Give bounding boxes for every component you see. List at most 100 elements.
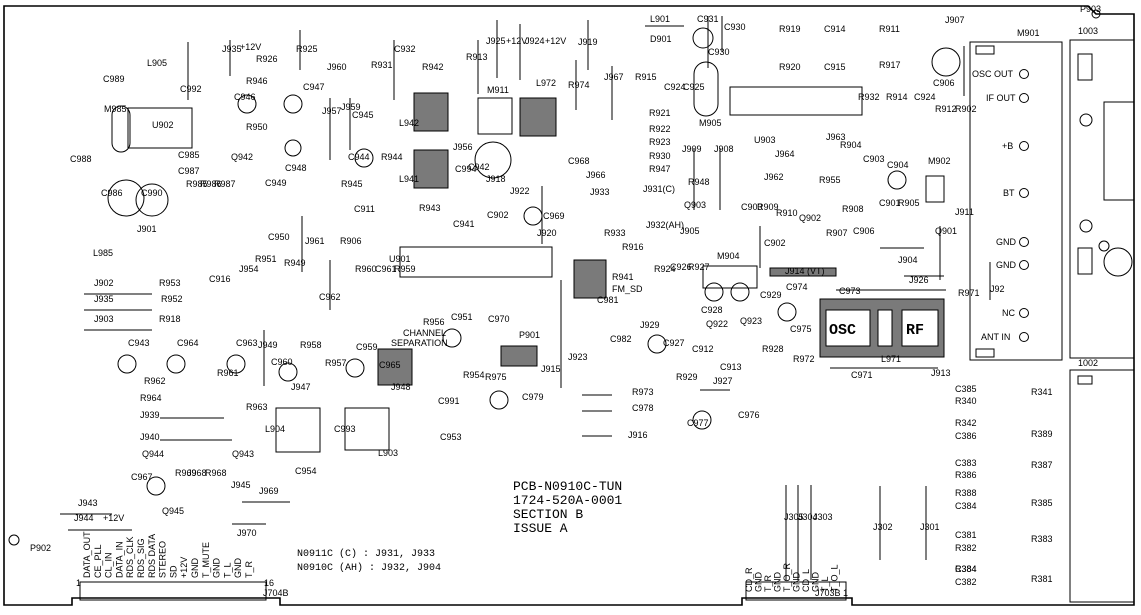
component-ref-r974: R974	[568, 80, 590, 90]
component-ref-c970: C970	[488, 314, 510, 324]
mount-hole	[1098, 240, 1110, 252]
j703b-pin-label: T_R	[763, 574, 773, 592]
component-ref-c925: C925	[683, 82, 705, 92]
component-ref-r917: R917	[879, 60, 901, 70]
component-ref-j916: J916	[628, 430, 648, 440]
board-outline	[3, 5, 1135, 606]
component-ref-q944: Q944	[142, 449, 164, 459]
component-ref-r975: R975	[485, 372, 507, 382]
component-ref-j970: J970	[237, 528, 257, 538]
traces	[60, 16, 991, 580]
j703b-pin-label: GND	[811, 572, 821, 593]
component-ref-r912: R912	[935, 104, 957, 114]
component-ref-r924: R924	[654, 264, 676, 274]
j704b-pin-label: DATA_IN	[114, 541, 124, 578]
connector-1002	[1069, 369, 1135, 603]
j704b-pin-label: GND	[233, 558, 243, 579]
l904-coil	[275, 407, 321, 453]
component-ref-c903: C903	[741, 202, 763, 212]
j704b-pin-label: CE_PLL	[93, 544, 103, 578]
component-ref-r931: R931	[371, 60, 393, 70]
component-ref-j964: J964	[775, 149, 795, 159]
m901-notch-bottom	[975, 348, 995, 358]
component-ref-r928: R928	[762, 344, 784, 354]
component-ref-c382: C382	[955, 577, 977, 587]
component-ref-m902: M902	[928, 156, 951, 166]
component-ref-r968: R968	[205, 468, 227, 478]
component-ref-c383: C383	[955, 458, 977, 468]
m901-module	[969, 41, 1063, 361]
component-ref-j947: J947	[291, 382, 311, 392]
component-ref-l972: L972	[536, 78, 556, 88]
component-ref-c903: C903	[863, 154, 885, 164]
component-ref-l901: L901	[650, 14, 670, 24]
l972-coil	[519, 97, 557, 137]
j704b-pin-label: +12V	[179, 557, 189, 578]
component-ref-c384: C384	[955, 564, 977, 574]
component-ref-c924: C924	[664, 82, 686, 92]
separation-label: SEPARATION	[391, 338, 448, 348]
component-ref-j933: J933	[590, 187, 610, 197]
component-ref-j901: J901	[137, 224, 157, 234]
component-ref-j902: J902	[94, 278, 114, 288]
component-ref-c962: C962	[319, 292, 341, 302]
component-ref-r954: R954	[463, 370, 485, 380]
component-ref-m911: M911	[487, 85, 509, 95]
component-ref-r956: R956	[423, 317, 445, 327]
component-ref-r958: R958	[300, 340, 322, 350]
component-ref-j305: J305	[784, 512, 804, 522]
mount-hole	[1079, 113, 1093, 127]
component-ref-1002: 1002	[1078, 358, 1098, 368]
u901-ic	[399, 246, 553, 278]
component-ref-j923: J923	[568, 352, 588, 362]
component-ref-c988: C988	[70, 154, 92, 164]
component-ref-r918: R918	[159, 314, 181, 324]
component-ref-u902: U902	[152, 120, 174, 130]
component-ref-j935: J935	[222, 44, 242, 54]
component-ref-r964: R964	[140, 393, 162, 403]
j704b-pin-16: 16	[264, 578, 274, 588]
component-ref-c930: C930	[708, 47, 730, 57]
component-ref-c928: C928	[701, 305, 723, 315]
m901-label-gnd-1: GND	[996, 237, 1017, 247]
component-ref-r383: R383	[1031, 534, 1053, 544]
component-ref-c990: C990	[141, 188, 163, 198]
component-ref-c964: C964	[177, 338, 199, 348]
component-ref-r985: R985	[186, 179, 208, 189]
component-ref-r908: R908	[842, 204, 864, 214]
m901-pads	[1019, 69, 1029, 342]
component-ref-c902: C902	[764, 238, 786, 248]
component-ref-c971: C971	[851, 370, 873, 380]
component-ref-c973: C973	[839, 286, 861, 296]
component-ref-c901: C901	[879, 198, 901, 208]
component-ref-q943: Q943	[232, 449, 254, 459]
component-ref-r945: R945	[341, 179, 363, 189]
component-ref-q923: Q923	[740, 316, 762, 326]
component-ref-j92: J92	[990, 284, 1005, 294]
connector-1003-block	[1103, 101, 1135, 201]
component-ref-j929: J929	[640, 320, 660, 330]
component-ref-r919: R919	[779, 24, 801, 34]
component-ref-r930: R930	[649, 151, 671, 161]
component-ref-c384: C384	[955, 501, 977, 511]
component-ref-c978: C978	[632, 403, 654, 413]
component-ref-c926: C926	[670, 262, 692, 272]
component-ref-j949: J949	[258, 340, 278, 350]
component-ref-r955: R955	[819, 175, 841, 185]
component-ref-p901: P901	[519, 330, 540, 340]
component-ref-c968: C968	[568, 156, 590, 166]
connector-1003	[1069, 39, 1135, 359]
component-ref-r959: R959	[394, 264, 416, 274]
component-ref-q942: Q942	[231, 152, 253, 162]
component-ref-c987: C987	[178, 166, 200, 176]
l941-coil	[413, 149, 449, 189]
j703b-pin-label: T_O_R	[782, 562, 792, 592]
j704b-connector	[79, 581, 267, 601]
component-ref-c944: C944	[348, 152, 370, 162]
j704b-pin-label: DATA_OUT	[82, 531, 92, 578]
component-ref-c930: C930	[724, 22, 746, 32]
j703b-pin-label: CD_R	[744, 567, 754, 592]
component-ref-j303: J303	[813, 512, 833, 522]
